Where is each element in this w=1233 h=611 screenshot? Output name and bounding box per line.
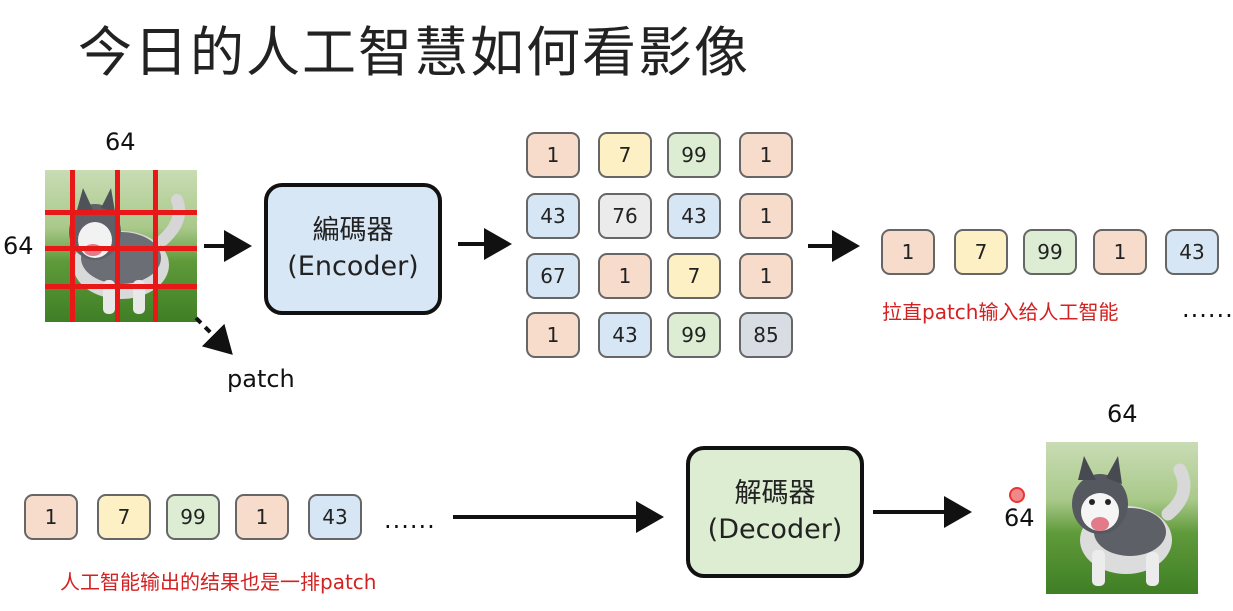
decoder-subtitle: (Decoder) <box>707 514 843 545</box>
husky-illustration <box>1072 456 1191 586</box>
flattened-token: 99 <box>1023 229 1077 275</box>
note-flatten: 拉直patch输入给人工智能 <box>882 300 1119 324</box>
output-token: 1 <box>235 494 289 540</box>
grid-token: 67 <box>526 253 580 299</box>
output-token: 43 <box>308 494 362 540</box>
decoder-box: 解碼器 (Decoder) <box>686 446 864 578</box>
patch-grid-line <box>45 284 197 289</box>
grid-token: 43 <box>598 312 652 358</box>
note-output: 人工智能输出的结果也是一排patch <box>60 570 377 594</box>
input-width-label: 64 <box>105 128 136 156</box>
grid-token: 1 <box>739 193 793 239</box>
grid-token: 1 <box>598 253 652 299</box>
encoder-subtitle: (Encoder) <box>287 251 419 282</box>
patch-grid-line <box>45 210 197 215</box>
grid-token: 99 <box>667 132 721 178</box>
page-title: 今日的人工智慧如何看影像 <box>78 21 750 84</box>
encoder-box: 編碼器 (Encoder) <box>264 183 442 315</box>
grid-token: 1 <box>739 253 793 299</box>
patch-grid-line <box>45 246 197 251</box>
output-token: 7 <box>97 494 151 540</box>
grid-token: 76 <box>598 193 652 239</box>
flattened-token: 1 <box>881 229 935 275</box>
encoder-title: 編碼器 <box>312 214 394 246</box>
cursor-dot-icon <box>1009 487 1025 503</box>
input-height-label: 64 <box>3 232 34 260</box>
decoder-title: 解碼器 <box>734 477 816 509</box>
output-token: 99 <box>166 494 220 540</box>
flattened-token: 1 <box>1093 229 1147 275</box>
output-husky-image <box>1046 442 1198 594</box>
flattened-token: 43 <box>1165 229 1219 275</box>
grid-token: 1 <box>526 132 580 178</box>
patch-label: patch <box>227 365 295 393</box>
grid-token: 43 <box>526 193 580 239</box>
grid-token: 7 <box>598 132 652 178</box>
grid-token: 1 <box>739 132 793 178</box>
input-husky-image <box>45 170 197 322</box>
arrow-patch-pointer <box>194 316 233 355</box>
output-token: 1 <box>24 494 78 540</box>
grid-token: 43 <box>667 193 721 239</box>
grid-token: 1 <box>526 312 580 358</box>
flattened-token: 7 <box>954 229 1008 275</box>
output-height-label: 64 <box>1004 504 1035 532</box>
grid-token: 7 <box>667 253 721 299</box>
grid-token: 85 <box>739 312 793 358</box>
output-width-label: 64 <box>1107 400 1138 428</box>
grid-token: 99 <box>667 312 721 358</box>
ellipsis-bottom: ...... <box>384 506 436 534</box>
ellipsis-top: ...... <box>1182 295 1233 323</box>
